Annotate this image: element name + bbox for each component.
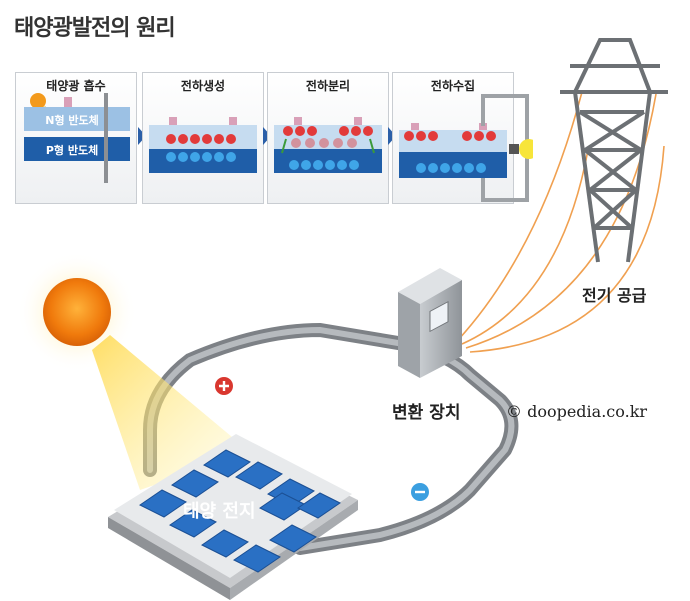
inverter-cabinet-icon <box>398 268 462 378</box>
page-title: 태양광발전의 원리 <box>14 16 176 41</box>
inverter-label: 변환 장치 <box>392 403 461 423</box>
step-panel-generation: 전하생성 <box>142 72 264 204</box>
solar-cell-label: 태양 전지 <box>183 501 256 522</box>
power-supply-label: 전기 공급 <box>582 286 647 305</box>
small-sun-icon <box>30 93 46 109</box>
positive-charges <box>166 134 236 144</box>
negative-charges <box>289 160 359 170</box>
separation-illustration <box>274 117 382 173</box>
n-type-label: N형 반도체 <box>45 113 99 127</box>
p-type-label: P형 반도체 <box>46 143 98 157</box>
negative-charges <box>166 152 236 162</box>
collection-illustration <box>399 94 533 202</box>
step-panel-collection: 전하수집 <box>392 72 533 204</box>
positive-charges <box>404 131 496 141</box>
light-bulb-icon <box>519 139 533 159</box>
generation-illustration <box>149 117 257 173</box>
solar-panel <box>108 434 358 600</box>
step-label: 전하수집 <box>430 79 476 93</box>
sun-icon <box>43 278 111 346</box>
step-label: 전하분리 <box>305 79 351 93</box>
step-label: 태양광 흡수 <box>46 79 106 93</box>
absorption-illustration: N형 반도체 P형 반도체 <box>24 93 130 183</box>
negative-terminal-icon <box>411 483 429 501</box>
electricity-tower-icon <box>560 38 668 263</box>
step-label: 전하생성 <box>180 79 226 93</box>
step-panel-absorption: 태양광 흡수 N형 반도체 P형 반도체 <box>15 72 137 204</box>
step-panel-separation: 전하분리 <box>267 72 389 204</box>
copyright-text: © doopedia.co.kr <box>506 402 648 421</box>
negative-charges <box>416 163 486 173</box>
positive-terminal-icon <box>215 377 233 395</box>
positive-charges <box>283 126 373 136</box>
